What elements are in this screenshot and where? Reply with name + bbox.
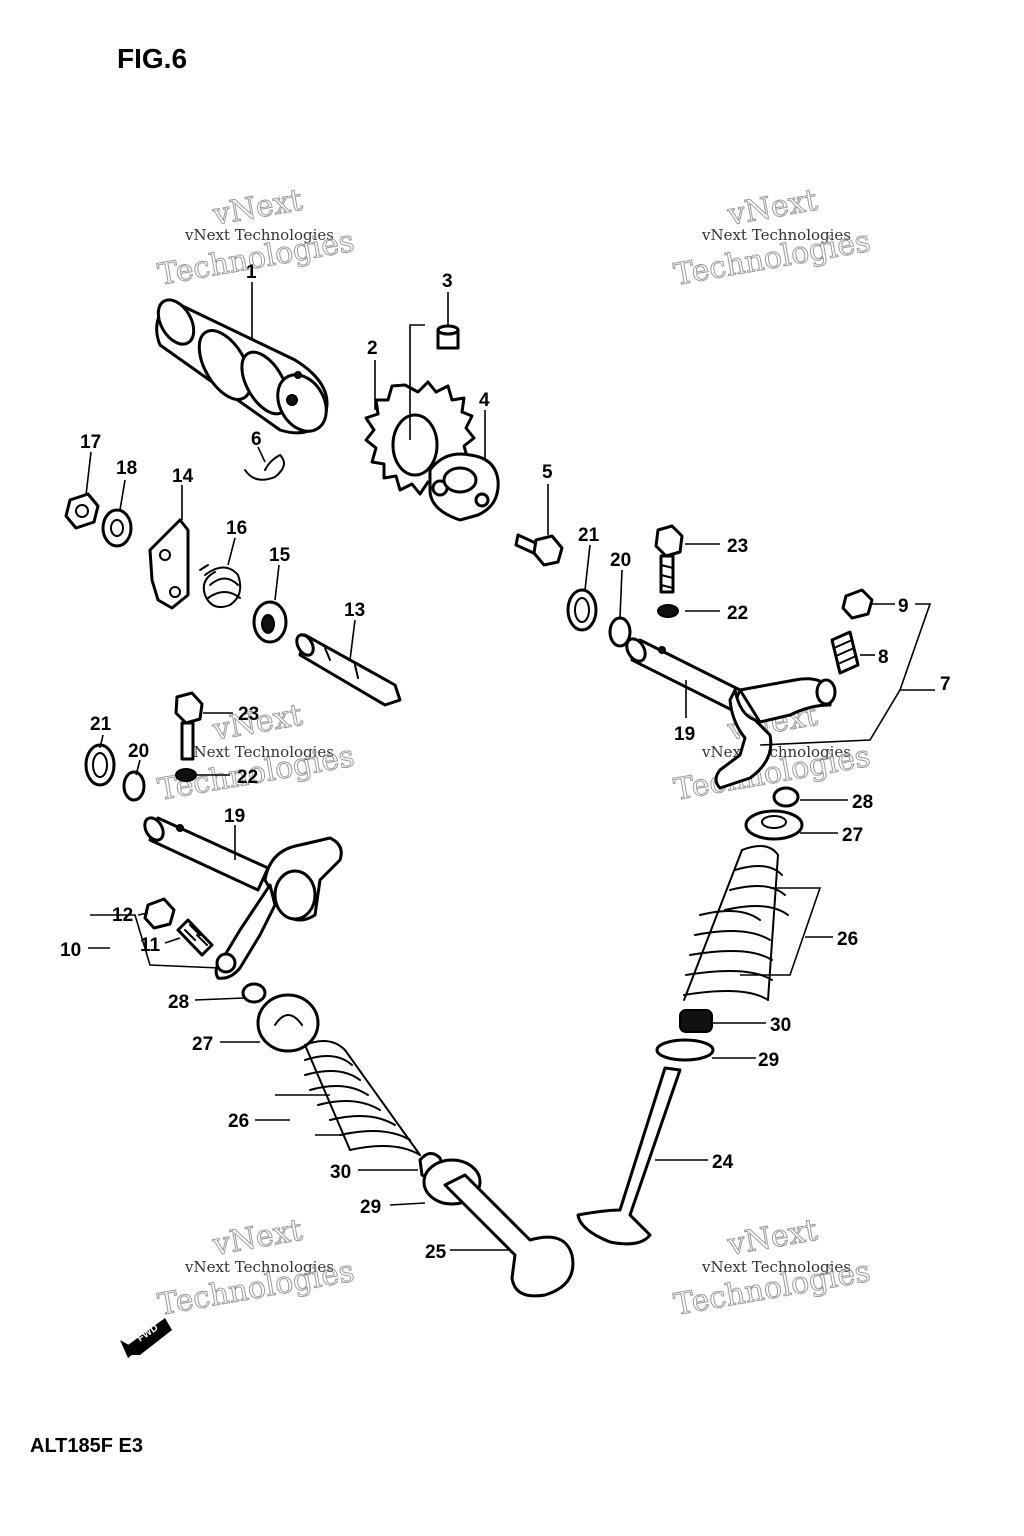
- svg-text:vNext Technologies: vNext Technologies: [701, 1258, 851, 1276]
- valve-springs-left: [304, 1040, 421, 1156]
- o-ring-20-left: [122, 770, 146, 802]
- adjust-screw-11: [176, 918, 214, 957]
- washer-22-left: [175, 768, 197, 782]
- callout-20-right: 20: [610, 550, 631, 571]
- adjust-screw-8: [830, 630, 860, 675]
- callout-23-left: 23: [238, 704, 259, 725]
- callout-25: 25: [425, 1242, 447, 1263]
- figure-title: FIG.6: [117, 43, 187, 74]
- bolt-23-right: [654, 524, 684, 594]
- callout-26-right: 26: [837, 929, 858, 950]
- callout-13: 13: [344, 600, 365, 621]
- callout-27-right: 27: [842, 825, 863, 846]
- model-code: ALT185F E3: [30, 1435, 143, 1457]
- callout-21-left: 21: [90, 714, 112, 735]
- callout-1: 1: [246, 262, 257, 283]
- callout-7: 7: [940, 674, 951, 695]
- callout-17: 17: [80, 432, 101, 453]
- sprocket-bolt: [514, 533, 564, 567]
- callout-22-right: 22: [727, 603, 748, 624]
- seal-30-right: [679, 1009, 713, 1033]
- callout-23-right: 23: [727, 536, 748, 557]
- callout-27-left: 27: [192, 1034, 213, 1055]
- cotter-28-left: [241, 982, 267, 1004]
- rocker-shaft-right: [625, 637, 742, 712]
- callout-19-left: 19: [224, 806, 245, 827]
- callout-28-right: 28: [852, 792, 873, 813]
- callout-18: 18: [116, 458, 137, 479]
- retainer-27-right: [744, 809, 804, 841]
- bracket: [148, 518, 190, 610]
- callout-8: 8: [878, 647, 889, 668]
- callout-3: 3: [442, 271, 453, 292]
- callout-14: 14: [172, 466, 194, 487]
- callout-22-left: 22: [237, 767, 258, 788]
- nut-9: [841, 588, 874, 620]
- watermark-bottom-left: vNext vNext Technologies Technologies: [155, 1212, 358, 1323]
- rocker-arm-left: [214, 836, 343, 980]
- leader-lines: [85, 282, 935, 1251]
- callout-2: 2: [367, 338, 378, 359]
- svg-text:vNext Technologies: vNext Technologies: [701, 226, 851, 244]
- intake-valve: [576, 1066, 682, 1246]
- washer-21-left: [84, 743, 116, 787]
- svg-text:vNext Technologies: vNext Technologies: [184, 1258, 334, 1276]
- callout-12: 12: [112, 905, 133, 926]
- callout-4: 4: [479, 390, 490, 411]
- rocker-shaft-left: [143, 816, 270, 892]
- callout-19-right: 19: [674, 724, 695, 745]
- seat-29-right: [655, 1038, 715, 1062]
- svg-text:vNext: vNext: [209, 1213, 305, 1263]
- svg-text:vNext Technologies: vNext Technologies: [184, 743, 334, 761]
- watermark-top-right: vNext vNext Technologies Technologies: [671, 182, 874, 293]
- callout-labels: 1 2 3 4 5 6 7 8 9 10 11 12 13 14 15 16 1…: [60, 262, 951, 1263]
- cotter-28-right: [772, 786, 800, 808]
- callout-5: 5: [542, 462, 553, 483]
- svg-text:vNext: vNext: [724, 1213, 820, 1263]
- valve-springs-right: [683, 845, 789, 1001]
- fwd-arrow-icon: FWD: [120, 1318, 172, 1358]
- pin-clip: [244, 453, 285, 481]
- callout-6: 6: [251, 429, 262, 450]
- callout-29-left: 29: [360, 1197, 381, 1218]
- callout-30-left: 30: [330, 1162, 351, 1183]
- callout-30-right: 30: [770, 1015, 791, 1036]
- nut-17: [64, 492, 100, 530]
- decomp-shaft: [295, 633, 402, 707]
- callout-10: 10: [60, 940, 81, 961]
- torsion-spring: [199, 564, 242, 608]
- rocker-arm-right: [714, 677, 837, 790]
- callout-24: 24: [712, 1152, 734, 1173]
- callout-29-right: 29: [758, 1050, 779, 1071]
- exhaust-valve: [443, 1173, 575, 1298]
- callout-21-right: 21: [578, 525, 600, 546]
- callout-26-left: 26: [228, 1111, 249, 1132]
- callout-15: 15: [269, 545, 291, 566]
- retainer-plate: [428, 452, 500, 522]
- watermark-bottom-right: vNext vNext Technologies Technologies: [671, 1212, 874, 1323]
- callout-20-left: 20: [128, 741, 149, 762]
- nut-12: [143, 897, 176, 930]
- retainer-27-left: [256, 993, 320, 1053]
- callout-11: 11: [140, 935, 161, 956]
- o-ring-20-right: [608, 616, 632, 648]
- washer-22-right: [657, 604, 679, 618]
- bushing: [252, 600, 288, 644]
- bolt-23-left: [174, 691, 204, 761]
- washer-18: [101, 508, 133, 548]
- callout-28-left: 28: [168, 992, 189, 1013]
- washer-21-right: [566, 588, 598, 632]
- callout-16: 16: [226, 518, 247, 539]
- svg-text:vNext Technologies: vNext Technologies: [184, 226, 334, 244]
- camshaft: [155, 298, 329, 435]
- dowel-pin: [436, 324, 460, 350]
- callout-9: 9: [898, 596, 909, 617]
